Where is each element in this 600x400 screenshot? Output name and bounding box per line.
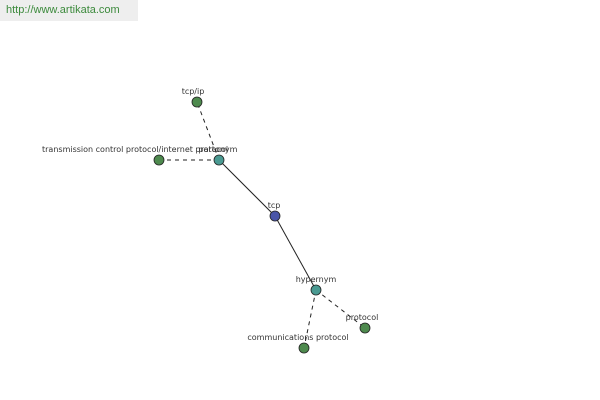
node-label-tcpip-full[interactable]: transmission control protocol/internet p… bbox=[42, 145, 228, 154]
node-protocol[interactable] bbox=[359, 322, 371, 334]
node-label-hypernym[interactable]: hypernym bbox=[296, 275, 337, 284]
url-banner: http://www.artikata.com bbox=[0, 0, 138, 21]
node-label-tcp[interactable]: tcp bbox=[268, 201, 281, 210]
edge-hypernym-protocol bbox=[315, 289, 366, 329]
node-label-tcpip[interactable]: tcp/ip bbox=[182, 87, 205, 96]
node-hypernym[interactable] bbox=[310, 284, 322, 296]
labels-layer: tcp partonym hypernym tcp/ip transmission co… bbox=[42, 87, 378, 342]
site-url-link[interactable]: http://www.artikata.com bbox=[6, 4, 120, 16]
node-tcpip[interactable] bbox=[191, 96, 203, 108]
nodes-layer bbox=[153, 96, 371, 354]
node-tcp[interactable] bbox=[269, 210, 281, 222]
edge-tcp-hypernym bbox=[274, 215, 317, 291]
edge-hypernym-comm_protocol bbox=[303, 289, 317, 349]
node-label-protocol[interactable]: protocol bbox=[346, 313, 379, 322]
node-label-partonym[interactable]: partonym bbox=[199, 145, 238, 154]
node-comm-protocol[interactable] bbox=[298, 342, 310, 354]
edge-partonym-tcpip bbox=[196, 101, 220, 161]
node-label-comm-protocol[interactable]: communications protocol bbox=[247, 333, 348, 342]
edges-layer bbox=[159, 101, 366, 349]
edge-tcp-partonym bbox=[218, 159, 276, 217]
node-partonym[interactable] bbox=[213, 154, 225, 166]
node-tcpip-full[interactable] bbox=[153, 154, 165, 166]
